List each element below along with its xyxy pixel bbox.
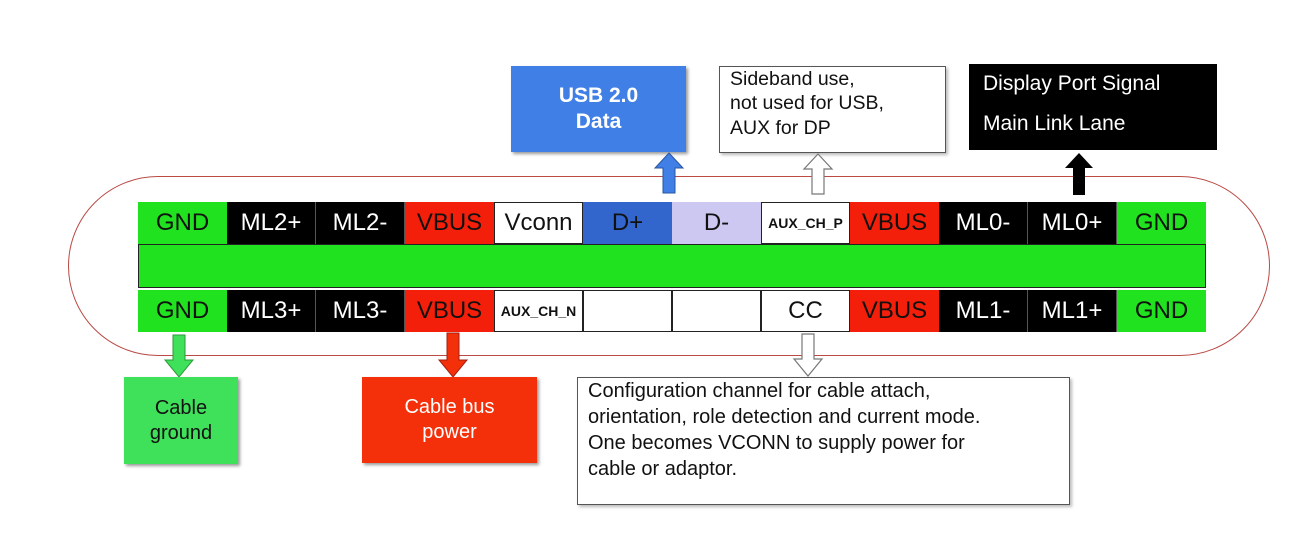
top-row-pin: ML2+ — [227, 202, 316, 244]
center-tongue — [138, 244, 1206, 288]
displayport-line2: Main Link Lane — [983, 111, 1126, 135]
sideband-callout: Sideband use, not used for USB, AUX for … — [719, 66, 946, 153]
configuration-channel-callout: Configuration channel for cable attach, … — [577, 377, 1070, 505]
usb2-line2: Data — [575, 110, 622, 133]
sideband-line1: Sideband use, — [730, 68, 855, 90]
cc-arrow-icon — [792, 333, 824, 377]
sideband-line3: AUX for DP — [730, 116, 831, 139]
cc-line3: One becomes VCONN to supply power for — [588, 432, 965, 454]
top-row-pin: GND — [138, 202, 227, 244]
bottom-row-pin — [583, 290, 672, 332]
top-row-pin: D+ — [583, 202, 672, 244]
bottom-row-pin: CC — [761, 290, 850, 332]
usb2-arrow-icon — [653, 152, 685, 194]
top-row-pin: GND — [1117, 202, 1206, 244]
sideband-line2: not used for USB, — [730, 92, 884, 115]
sideband-arrow-icon — [802, 153, 834, 195]
bottom-row-pin: GND — [138, 290, 227, 332]
usb2-data-callout: USB 2.0 Data — [511, 66, 686, 152]
displayport-callout: Display Port Signal Main Link Lane — [969, 64, 1217, 150]
top-row-pin: ML0- — [939, 202, 1028, 244]
top-row-pin: VBUS — [405, 202, 494, 244]
power-line1: Cable bus — [404, 396, 495, 418]
displayport-arrow-icon — [1065, 153, 1093, 195]
bottom-row-pin: ML3+ — [227, 290, 316, 332]
top-row-pin: ML0+ — [1028, 202, 1117, 244]
ground-line1: Cable — [154, 396, 208, 419]
bottom-row-pin — [672, 290, 761, 332]
top-row-pin: ML2- — [316, 202, 405, 244]
bottom-row-pin: VBUS — [850, 290, 939, 332]
top-row-pin: Vconn — [494, 202, 583, 244]
top-row-pin: AUX_CH_P — [761, 202, 850, 244]
cc-line4: cable or adaptor. — [588, 458, 737, 480]
bottom-row-pin: VBUS — [405, 290, 494, 332]
bottom-row-pin: ML1- — [939, 290, 1028, 332]
cc-line2: orientation, role detection and current … — [588, 406, 981, 428]
usb2-line1: USB 2.0 — [558, 83, 639, 107]
power-arrow-icon — [437, 332, 469, 378]
top-row-pin: VBUS — [850, 202, 939, 244]
bottom-row-pin: AUX_CH_N — [494, 290, 583, 332]
cc-line1: Configuration channel for cable attach, — [588, 380, 931, 402]
bottom-row-pin: GND — [1117, 290, 1206, 332]
bottom-row-pin: ML1+ — [1028, 290, 1117, 332]
bottom-row-pin: ML3- — [316, 290, 405, 332]
top-row-pin: D- — [672, 202, 761, 244]
cable-ground-callout: Cable ground — [124, 377, 238, 464]
displayport-line1: Display Port Signal — [983, 72, 1161, 95]
ground-line2: ground — [149, 421, 213, 444]
cable-bus-power-callout: Cable bus power — [362, 377, 537, 463]
ground-arrow-icon — [163, 334, 195, 378]
power-line2: power — [422, 421, 477, 443]
